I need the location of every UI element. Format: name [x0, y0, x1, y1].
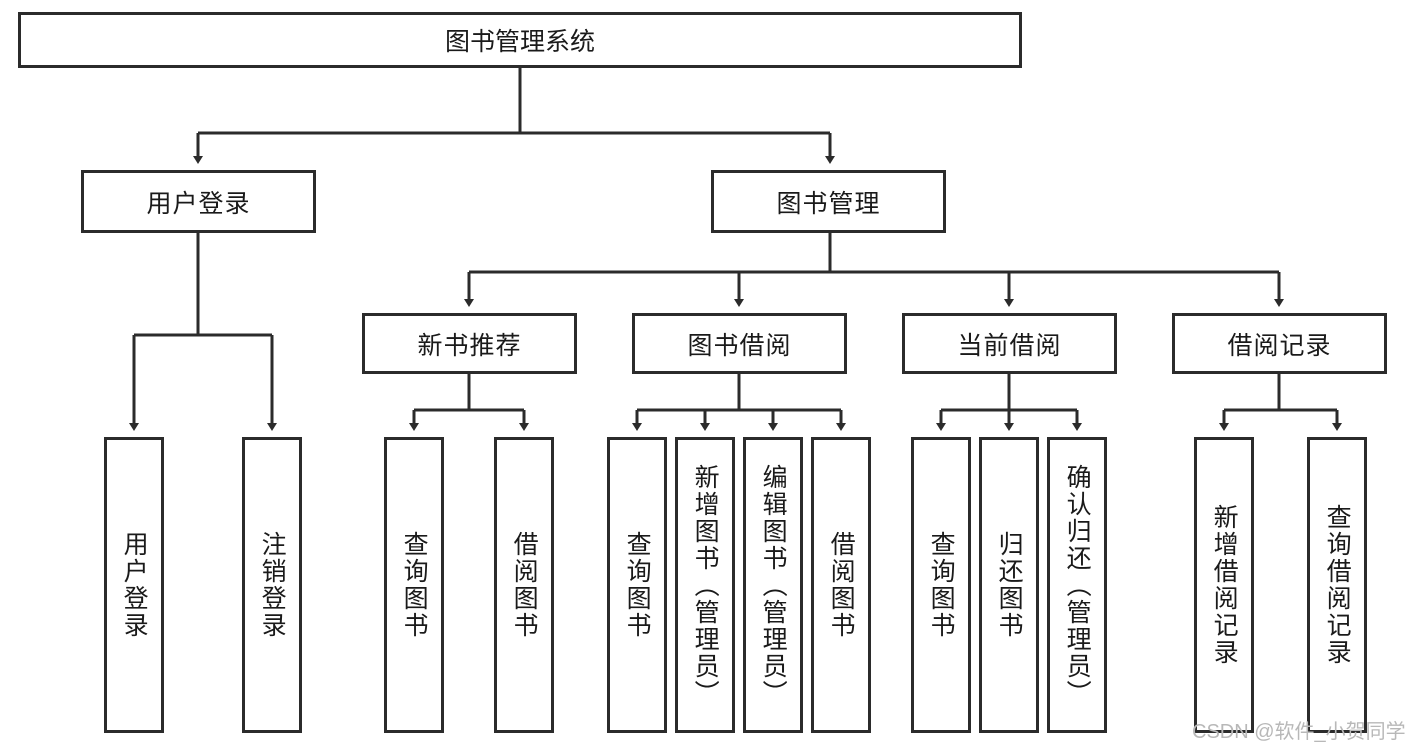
watermark-text: CSDN @软件_小贺同学	[1192, 721, 1405, 743]
leaf-label: 查询图书	[400, 531, 429, 639]
leaf-new-book-borrow[interactable]: 借阅图书	[494, 437, 554, 733]
node-label: 图书管理	[776, 189, 881, 218]
leaf-new-book-query[interactable]: 查询图书	[384, 437, 444, 733]
node-current-borrow[interactable]: 当前借阅	[902, 313, 1117, 374]
leaf-label: 编辑图书（管理员）	[759, 463, 788, 707]
node-label: 图书管理系统	[444, 28, 595, 56]
leaf-label: 注销登录	[258, 531, 287, 639]
node-root-book-management-system[interactable]: 图书管理系统	[18, 12, 1022, 68]
leaf-label: 确认归还（管理员）	[1063, 463, 1092, 707]
leaf-book-borrow-borrow[interactable]: 借阅图书	[811, 437, 871, 733]
leaf-user-login-logout[interactable]: 注销登录	[242, 437, 302, 733]
node-label: 借阅记录	[1227, 331, 1332, 360]
leaf-label: 查询图书	[623, 531, 652, 639]
leaf-book-borrow-edit[interactable]: 编辑图书（管理员）	[743, 437, 803, 733]
leaf-book-borrow-add[interactable]: 新增图书（管理员）	[675, 437, 735, 733]
leaf-label: 借阅图书	[510, 531, 539, 639]
node-label: 当前借阅	[957, 331, 1062, 360]
leaf-current-borrow-confirm-return[interactable]: 确认归还（管理员）	[1047, 437, 1107, 733]
leaf-book-borrow-query[interactable]: 查询图书	[607, 437, 667, 733]
node-book-management[interactable]: 图书管理	[711, 170, 946, 233]
leaf-label: 归还图书	[995, 531, 1024, 639]
node-label: 新书推荐	[417, 331, 522, 360]
leaf-borrow-record-add[interactable]: 新增借阅记录	[1194, 437, 1254, 733]
node-borrow-record[interactable]: 借阅记录	[1172, 313, 1387, 374]
leaf-user-login-login[interactable]: 用户登录	[104, 437, 164, 733]
csdn-watermark: CSDN @软件_小贺同学	[1192, 715, 1405, 744]
leaf-label: 新增图书（管理员）	[691, 463, 720, 707]
leaf-label: 用户登录	[120, 531, 149, 639]
node-label: 用户登录	[146, 189, 251, 218]
leaf-current-borrow-return[interactable]: 归还图书	[979, 437, 1039, 733]
leaf-borrow-record-query[interactable]: 查询借阅记录	[1307, 437, 1367, 733]
node-user-login[interactable]: 用户登录	[81, 170, 316, 233]
leaf-label: 查询借阅记录	[1323, 504, 1352, 666]
node-new-book-recommend[interactable]: 新书推荐	[362, 313, 577, 374]
leaf-label: 新增借阅记录	[1210, 504, 1239, 666]
leaf-current-borrow-query[interactable]: 查询图书	[911, 437, 971, 733]
node-label: 图书借阅	[687, 331, 792, 360]
node-book-borrow[interactable]: 图书借阅	[632, 313, 847, 374]
leaf-label: 查询图书	[927, 531, 956, 639]
leaf-label: 借阅图书	[827, 531, 856, 639]
